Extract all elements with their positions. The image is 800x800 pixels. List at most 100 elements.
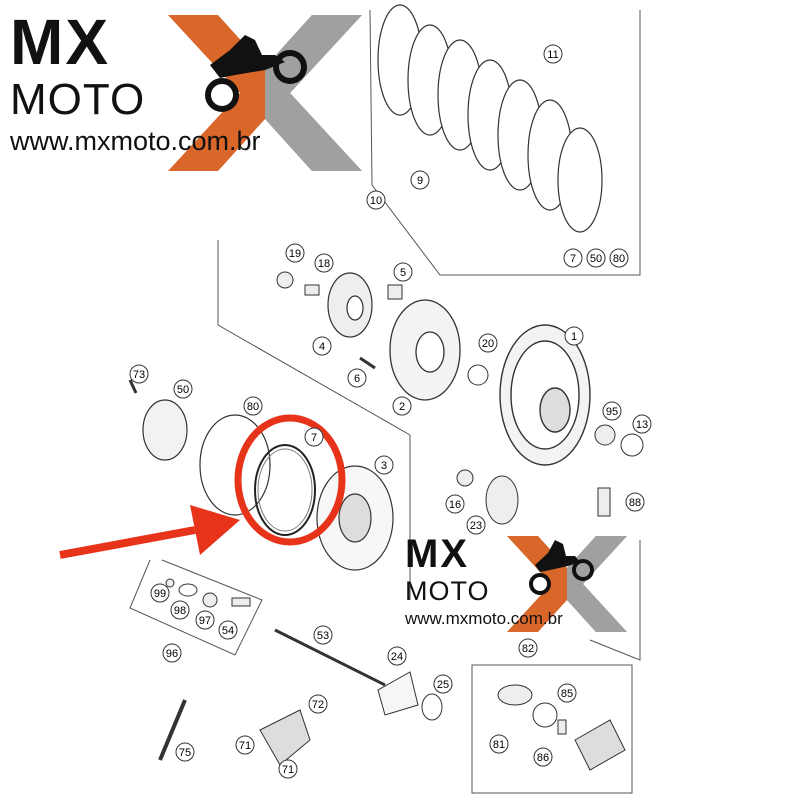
logo-url-text: www.mxmoto.com.br xyxy=(10,126,261,156)
callout-label: 7 xyxy=(570,253,576,265)
pressure-plate-3 xyxy=(316,465,394,571)
callout-bubble xyxy=(243,396,263,416)
callout-label: 25 xyxy=(437,679,449,691)
logo-top: MX MOTO www.mxmoto.com.br xyxy=(0,0,370,160)
callout-label: 97 xyxy=(199,615,211,627)
callout-bubble xyxy=(347,368,367,388)
callout-bubble xyxy=(478,333,498,353)
logo-mx-text: MX xyxy=(405,532,469,576)
kit-13-frame xyxy=(589,540,641,661)
callout-bubble xyxy=(129,364,149,384)
clutch-plates-stack xyxy=(377,4,603,233)
callout-bubble xyxy=(173,379,193,399)
callout-label: 20 xyxy=(482,338,494,350)
plates-group-frame xyxy=(369,9,641,276)
callout-bubble xyxy=(313,625,333,645)
callout-label: 4 xyxy=(319,341,325,353)
logo-moto-text: MOTO xyxy=(10,75,146,124)
callout-label: 88 xyxy=(629,497,641,509)
callout-label: 7 xyxy=(311,432,317,444)
callout-bubble xyxy=(489,734,509,754)
callout-bubble xyxy=(392,396,412,416)
small-parts xyxy=(128,271,644,771)
callout-bubble xyxy=(602,401,622,421)
callout-bubble xyxy=(150,583,170,603)
callout-bubble xyxy=(518,638,538,658)
discs-50-80 xyxy=(142,399,271,516)
callout-label: 73 xyxy=(133,369,145,381)
callout-bubble xyxy=(387,646,407,666)
callout-bubble xyxy=(445,494,465,514)
callout-bubble xyxy=(609,248,629,268)
callout-label: 85 xyxy=(561,688,573,700)
callout-label: 71 xyxy=(239,740,251,752)
callout-label: 6 xyxy=(354,373,360,385)
callout-label: 75 xyxy=(179,747,191,759)
callout-bubble xyxy=(433,674,453,694)
inner-hub-2 xyxy=(389,299,461,401)
clutch-basket-1 xyxy=(499,324,591,466)
callout-bubble xyxy=(410,170,430,190)
callout-label: 50 xyxy=(177,384,189,396)
callout-bubble xyxy=(312,336,332,356)
callout-label: 16 xyxy=(449,499,461,511)
callout-bubble xyxy=(466,515,486,535)
callout-label: 3 xyxy=(381,460,387,472)
callout-bubble xyxy=(162,643,182,663)
callout-bubble xyxy=(557,683,577,703)
callout-label: 9 xyxy=(417,175,423,187)
callout-label: 95 xyxy=(606,406,618,418)
callout-bubble xyxy=(235,735,255,755)
callout-label: 1 xyxy=(571,331,577,343)
highlight-arrow xyxy=(59,505,240,559)
callout-label: 80 xyxy=(247,401,259,413)
callout-label: 96 xyxy=(166,648,178,660)
logo-mx-text: MX xyxy=(10,6,110,78)
callouts: 11 9 10 7 50 80 19 18 5 4 6 2 1 20 73 50… xyxy=(129,44,652,779)
callout-label: 13 xyxy=(636,419,648,431)
callout-bubble xyxy=(285,243,305,263)
kit-96-frame xyxy=(129,559,263,656)
callout-label: 50 xyxy=(590,253,602,265)
callout-bubble xyxy=(170,600,190,620)
callout-bubble xyxy=(586,248,606,268)
callout-bubble xyxy=(374,455,394,475)
callout-label: 11 xyxy=(547,49,558,61)
callout-bubble xyxy=(632,414,652,434)
callout-bubble xyxy=(218,620,238,640)
callout-bubble xyxy=(563,248,583,268)
pressure-cap-4 xyxy=(327,272,373,338)
logo-mid: MX MOTO www.mxmoto.com.br xyxy=(405,530,655,630)
callout-label: 81 xyxy=(493,739,505,751)
callout-label: 86 xyxy=(537,752,549,764)
callout-bubble xyxy=(175,742,195,762)
ring-7 xyxy=(254,444,316,536)
callout-bubble xyxy=(366,190,386,210)
callout-label: 80 xyxy=(613,253,625,265)
callout-bubble xyxy=(564,326,584,346)
logo-x-graphic-mid xyxy=(507,536,627,632)
callout-label: 99 xyxy=(154,588,166,600)
clutch-group-frame xyxy=(217,240,411,600)
callout-bubble xyxy=(314,253,334,273)
callout-label: 82 xyxy=(522,643,534,655)
logo-x-graphic xyxy=(168,15,362,171)
callout-label: 10 xyxy=(370,195,382,207)
callout-bubble xyxy=(195,610,215,630)
callout-label: 53 xyxy=(317,630,329,642)
callout-label: 19 xyxy=(289,248,301,260)
callout-bubble xyxy=(543,44,563,64)
logo-moto-text: MOTO xyxy=(405,576,490,606)
highlight-circle xyxy=(234,414,346,546)
callout-bubble xyxy=(625,492,645,512)
callout-label: 54 xyxy=(222,625,234,637)
logo-url-text: www.mxmoto.com.br xyxy=(405,609,563,628)
callout-label: 5 xyxy=(400,267,406,279)
callout-label: 71 xyxy=(282,764,294,776)
kit-82-frame xyxy=(471,664,633,794)
callout-label: 98 xyxy=(174,605,186,617)
callout-label: 23 xyxy=(470,520,482,532)
callout-label: 2 xyxy=(399,401,405,413)
callout-bubble xyxy=(278,759,298,779)
